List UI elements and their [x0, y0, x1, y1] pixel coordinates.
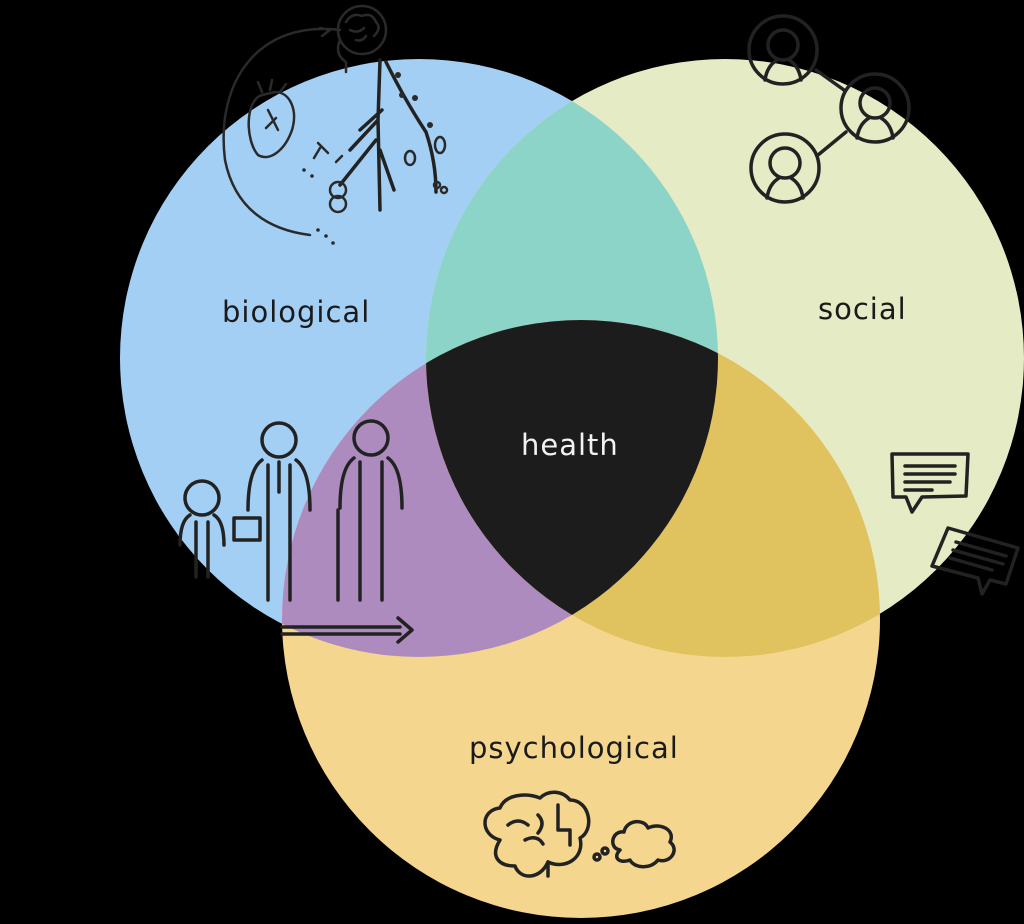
arrow-right-icon	[280, 616, 414, 644]
life-stages-people-icon	[178, 419, 404, 602]
social-label: social	[818, 292, 907, 326]
brain-body-nervous-system-icon	[302, 4, 449, 245]
feedback-loop-arrow-icon	[222, 26, 342, 237]
heart-icon	[247, 78, 296, 159]
psychological-label: psychological	[469, 731, 679, 765]
puzzle-brain-icon	[483, 790, 591, 878]
speech-bubbles-icon	[890, 452, 1020, 596]
thought-cloud-icon	[592, 819, 676, 869]
health-label: health	[521, 428, 619, 462]
connected-people-network-icon	[747, 14, 911, 204]
biological-label: biological	[222, 295, 371, 329]
